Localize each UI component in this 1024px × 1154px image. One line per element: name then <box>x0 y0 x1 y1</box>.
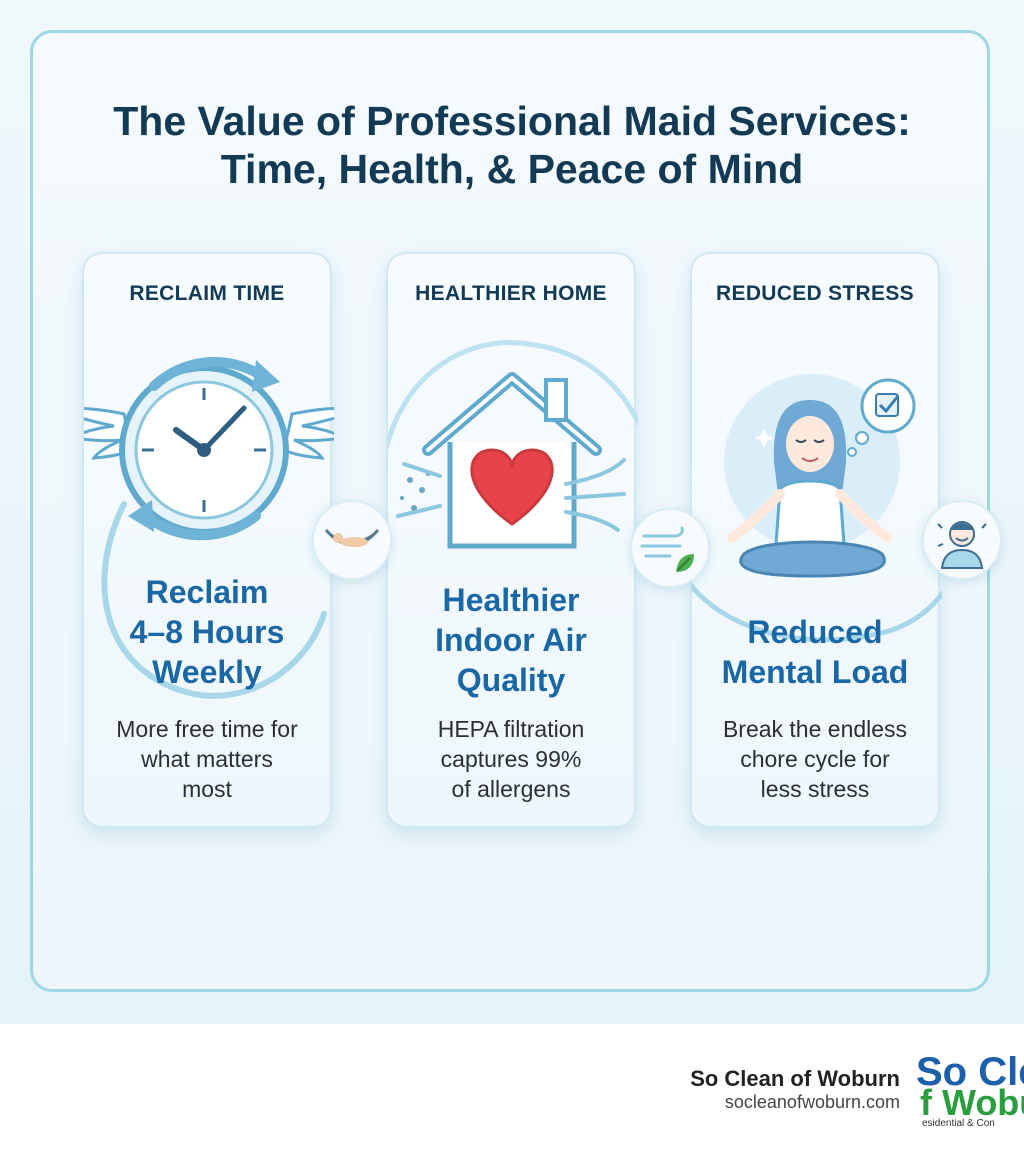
card-description-line: most <box>182 776 232 802</box>
card-description-line: what matters <box>141 746 273 772</box>
company-name: So Clean of Woburn <box>690 1066 900 1091</box>
page-title-line-2: Time, Health, & Peace of Mind <box>220 146 804 192</box>
card-description-line: of allergens <box>451 776 571 802</box>
logo-text-line-3: esidential & Con <box>922 1118 995 1129</box>
card-stat-line: Indoor Air <box>435 622 587 658</box>
smiling-person-icon <box>922 500 1002 580</box>
logo-text-line-2: f Wobu <box>920 1082 1024 1123</box>
card-description-line: less stress <box>760 776 870 802</box>
page-title-line-1: The Value of Professional Maid Services: <box>113 98 911 144</box>
card-reclaim-time: RECLAIM TIME Reclaim <box>82 252 334 828</box>
infographic: The Value of Professional Maid Services:… <box>0 0 1024 1024</box>
card-stat-line: Healthier <box>442 582 580 618</box>
card-reduced-stress: REDUCED STRESS <box>690 252 942 828</box>
card-description-line: More free time for <box>116 716 298 742</box>
card-healthier-home: HEALTHIER HOME Healthier Indoor Air Qual… <box>386 252 638 828</box>
card-stat-line: Reclaim <box>145 574 269 610</box>
card-stat-line: Weekly <box>152 654 262 690</box>
hammock-icon <box>312 500 392 580</box>
card-header: REDUCED STRESS <box>716 282 914 305</box>
card-header: HEALTHIER HOME <box>415 282 607 305</box>
company-url: socleanofwoburn.com <box>724 1092 900 1112</box>
card-header: RECLAIM TIME <box>129 282 285 305</box>
card-description-line: Break the endless <box>722 716 908 742</box>
card-stat-line: 4–8 Hours <box>129 614 285 650</box>
card-stat-line: Mental Load <box>721 654 909 690</box>
company-logo: So Cle f Wobu esidential & Con <box>916 1050 1024 1130</box>
card-stat-line: Quality <box>456 662 566 698</box>
card-description-line: chore cycle for <box>740 746 890 772</box>
wind-leaf-icon <box>630 508 710 588</box>
card-description-line: captures 99% <box>440 746 582 772</box>
card-description-line: HEPA filtration <box>437 716 585 742</box>
logo-text-line-1: So Cle <box>916 1050 1024 1094</box>
card-stat-line: Reduced <box>747 614 883 650</box>
